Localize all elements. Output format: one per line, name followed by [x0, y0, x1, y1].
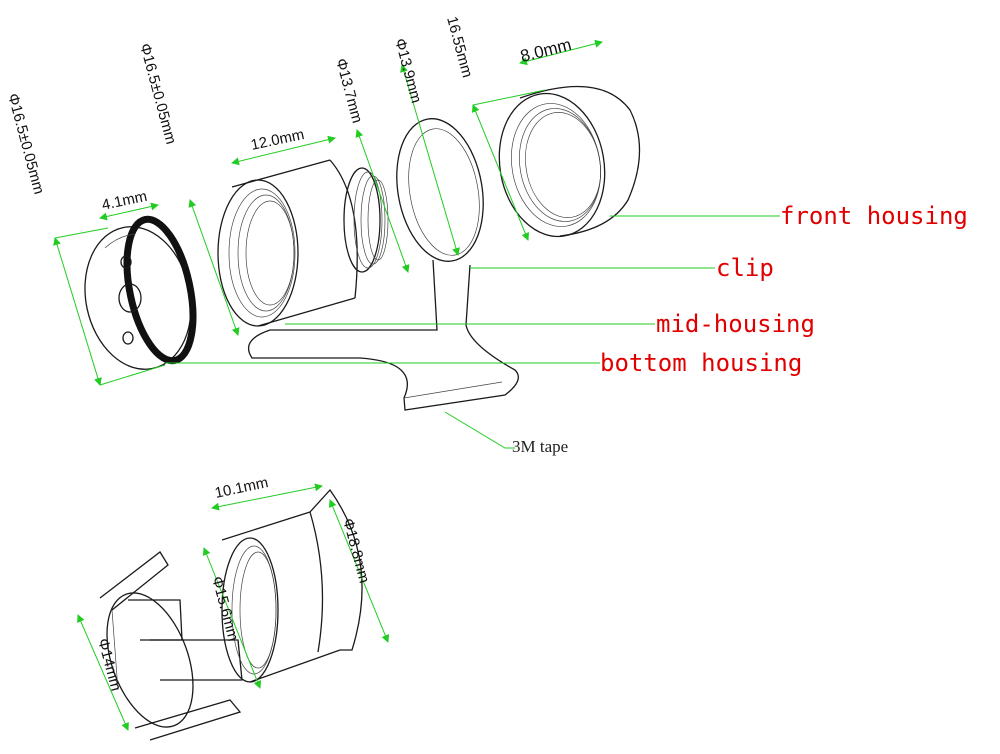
- label-mid-housing: mid-housing: [656, 310, 815, 338]
- dim-front-width: 8.0mm: [518, 35, 573, 66]
- dimension-lines: [53, 39, 603, 731]
- dim-adapter-outer: Φ18.8mm: [339, 517, 373, 585]
- dim-mid-outer: Φ16.5±0.05mm: [136, 42, 179, 146]
- dim-mid-length: 12.0mm: [249, 126, 306, 154]
- dim-clip-ring: Φ13.9mm: [391, 37, 425, 105]
- label-3m-tape: 3M tape: [512, 437, 568, 456]
- label-bottom-housing: bottom housing: [600, 349, 802, 377]
- front-housing-part: [498, 85, 641, 238]
- dim-split-ring: Φ14mm: [94, 637, 124, 693]
- dim-front-dia: 16.55mm: [443, 15, 476, 80]
- mid-housing-part: [217, 159, 389, 327]
- dim-bottom-width: 4.1mm: [100, 188, 148, 214]
- adapter-sleeve-part: [221, 488, 363, 683]
- bottom-housing-part: [84, 215, 197, 370]
- leader-lines: [165, 215, 780, 449]
- dim-bottom-outer: Φ16.5±0.05mm: [4, 92, 47, 196]
- dim-adapter-thread: Φ15.6mm: [208, 575, 242, 643]
- label-front-housing: front housing: [780, 202, 968, 230]
- dim-mid-thread: Φ13.7mm: [332, 57, 366, 125]
- clip-part: [247, 118, 519, 411]
- label-clip: clip: [716, 254, 774, 282]
